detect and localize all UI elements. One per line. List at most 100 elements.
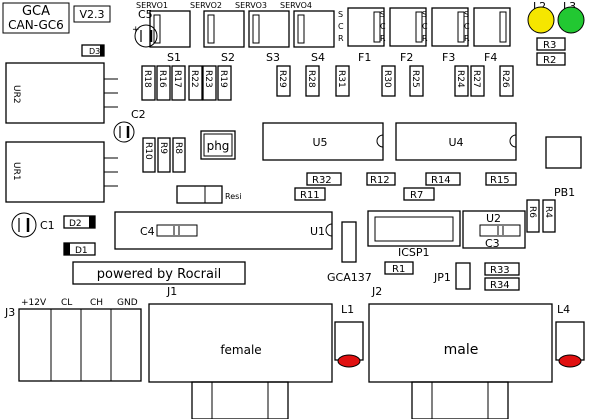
resistor-r18: R18 — [141, 65, 156, 101]
diode-d1: D1 — [63, 242, 96, 256]
vertical-resistor-label: R31 — [336, 70, 346, 88]
resistor-r10: R10 — [142, 137, 156, 173]
ur1-label: UR1 — [11, 162, 21, 181]
function-pin-label: S — [338, 10, 343, 19]
j2-label: J2 — [371, 285, 382, 298]
resistor-r12: R12 — [366, 172, 396, 186]
vertical-resistor-label: R18 — [142, 70, 152, 88]
terminal-j3: J3 +12V CL CH GND — [4, 298, 142, 382]
led-l2: L2 — [527, 0, 555, 34]
vertical-resistor-label: R27 — [471, 70, 481, 88]
jumper-jp1: JP1 — [433, 262, 471, 290]
u1-label: U1 — [310, 225, 325, 238]
servo-header-label: SERVO4 — [280, 1, 312, 10]
function-pin-label: R — [422, 34, 428, 43]
regulator-ur1: UR1 — [5, 141, 118, 203]
led-l3: L3 — [557, 0, 585, 34]
c2-label: C2 — [131, 108, 146, 121]
servo-label: S1 — [167, 51, 181, 64]
function-pin-label: C — [380, 22, 386, 31]
resistor-r22: R22 — [188, 65, 203, 101]
j1-label: J1 — [166, 285, 177, 298]
diode-d2: D2 — [63, 215, 96, 229]
gca137-label: GCA137 — [327, 271, 372, 284]
vertical-resistor-label: R19 — [218, 70, 228, 88]
j3-label: J3 — [4, 306, 15, 319]
u5-label: U5 — [312, 136, 327, 149]
led-l4: L4 — [555, 303, 585, 368]
phg-label: phg — [207, 139, 230, 153]
resistor-r33: R33 — [484, 262, 520, 276]
resistor-r23: R23 — [202, 65, 217, 101]
resistor-r4: R4 — [542, 199, 556, 233]
resistor-r15: R15 — [485, 172, 517, 186]
title-block: GCA CAN-GC6 V2.3 — [2, 2, 111, 34]
pushbutton-pb1: PB1 — [545, 136, 582, 199]
resistor-r3: R3 — [536, 37, 566, 51]
resistor-r14: R14 — [425, 172, 461, 186]
u2-label: U2 — [486, 212, 501, 225]
resistor-r29: R29 — [276, 65, 291, 97]
d2-label: D2 — [69, 219, 82, 229]
resistor-r11: R11 — [294, 187, 326, 201]
resistor-r27: R27 — [470, 65, 485, 97]
function-pin-label: C — [338, 22, 344, 31]
connector-j2-male: J2 male — [368, 285, 553, 419]
resistor-r30: R30 — [381, 65, 396, 97]
c4-label: C4 — [140, 225, 155, 238]
connector-j1-female: J1 female — [148, 285, 333, 419]
powered-by-banner: powered by Rocrail — [72, 261, 246, 285]
r3-label: R3 — [543, 40, 556, 51]
pin-ch-label: CH — [90, 298, 103, 308]
resistor-r16: R16 — [156, 65, 171, 101]
icsp1-label: ICSP1 — [398, 246, 430, 259]
r7-label: R7 — [410, 190, 423, 201]
led-l1: L1 — [334, 303, 364, 368]
function-pin-label: R — [338, 34, 344, 43]
male-label: male — [444, 342, 479, 358]
regulator-ur2: UR2 — [5, 62, 118, 124]
vertical-resistor-label: R30 — [382, 70, 392, 88]
function-pin-label: R — [380, 34, 386, 43]
vertical-resistor-label: R17 — [172, 70, 182, 88]
resistor-r31: R31 — [335, 65, 350, 97]
resistor-r7: R7 — [403, 187, 435, 201]
servo-label: S3 — [266, 51, 280, 64]
r11-label: R11 — [300, 190, 320, 201]
r15-label: R15 — [490, 175, 510, 186]
resistor-r19: R19 — [217, 65, 232, 101]
resistor-r6: R6 — [526, 199, 540, 233]
function-label: F2 — [400, 51, 413, 64]
function-pin-label: S — [422, 10, 427, 19]
servo-label: S4 — [311, 51, 325, 64]
pb1-label: PB1 — [554, 186, 575, 199]
resistor-r28: R28 — [305, 65, 320, 97]
d1-label: D1 — [75, 246, 88, 256]
model-label: CAN-GC6 — [8, 18, 64, 32]
resistor-r2: R2 — [536, 52, 566, 66]
r33-label: R33 — [490, 265, 510, 276]
r2-label: R2 — [543, 55, 556, 66]
servo-header-label: SERVO3 — [235, 1, 267, 10]
r10-label: R10 — [143, 142, 153, 160]
vertical-resistor-label: R24 — [455, 70, 465, 88]
ur2-label: UR2 — [11, 85, 21, 104]
servo-label: S2 — [221, 51, 235, 64]
function-label: F3 — [442, 51, 455, 64]
diode-d3: D3 — [81, 44, 105, 57]
resi-label: Resi — [225, 192, 242, 201]
header-icsp1: ICSP1 — [367, 210, 461, 259]
resistor-r8: R8 — [172, 137, 186, 173]
resistor-r24: R24 — [454, 65, 469, 97]
resistor-r25: R25 — [409, 65, 424, 97]
function-pin-label: S — [380, 10, 385, 19]
